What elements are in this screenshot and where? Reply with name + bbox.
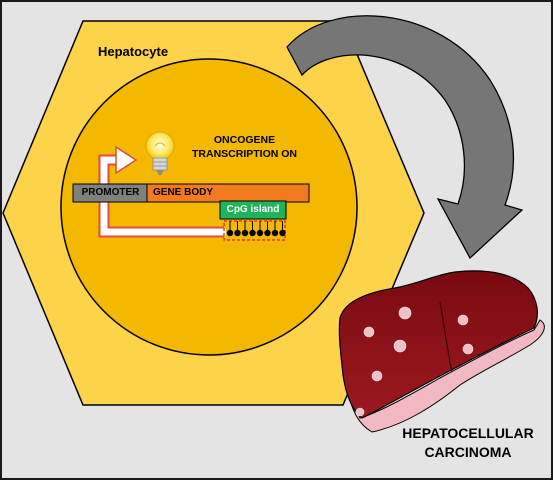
cell-title: Hepatocyte bbox=[98, 44, 169, 59]
outcome-line1: HEPATOCELLULAR bbox=[402, 425, 534, 441]
cpg-island-box bbox=[219, 200, 287, 220]
methyl-group bbox=[279, 229, 286, 237]
methylation-region bbox=[223, 220, 286, 241]
outcome-label: HEPATOCELLULAR CARCINOMA bbox=[395, 424, 541, 462]
nucleus-circle bbox=[60, 58, 358, 356]
oncogene-status-label: ONCOGENE TRANSCRIPTION ON bbox=[192, 133, 297, 161]
methyl-group bbox=[241, 229, 249, 237]
liver-illustration bbox=[338, 270, 545, 433]
methyl-group bbox=[271, 229, 279, 237]
lightbulb-icon bbox=[145, 131, 175, 175]
oncogene-status-line1: ONCOGENE bbox=[213, 134, 276, 146]
methyl-group bbox=[234, 229, 241, 237]
promoter-label: PROMOTER bbox=[81, 187, 140, 198]
methyl-group bbox=[264, 229, 271, 237]
methyl-lollipops bbox=[226, 221, 286, 237]
gene-body-label: GENE BODY bbox=[153, 187, 214, 198]
cpg-island-label: CpG island bbox=[226, 204, 280, 215]
oncogene-status-line2: TRANSCRIPTION ON bbox=[192, 148, 297, 160]
methyl-group bbox=[256, 229, 264, 237]
methyl-group bbox=[249, 229, 256, 237]
methyl-group bbox=[226, 229, 234, 237]
progression-arrow bbox=[286, 15, 524, 260]
outcome-line2: CARCINOMA bbox=[424, 444, 512, 460]
